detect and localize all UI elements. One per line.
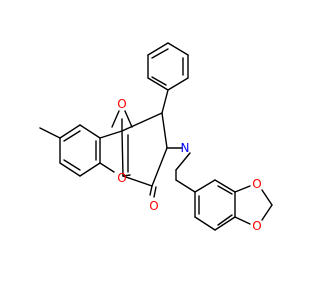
imide-carbonyl bbox=[149, 185, 157, 198]
pyrrolidine-ring bbox=[121, 89, 169, 187]
molecule-structure: O O O N O O bbox=[0, 0, 300, 300]
benzyl-linker bbox=[166, 147, 191, 181]
ketone-oxygen-label: O bbox=[117, 97, 126, 111]
nitrogen-label: N bbox=[181, 141, 190, 155]
dioxole-oxygen-lower-label: O bbox=[252, 219, 261, 233]
imide-oxygen-label: O bbox=[149, 199, 158, 213]
ketone-group bbox=[99, 110, 133, 139]
pyran-oxygen-label: O bbox=[117, 171, 126, 185]
background bbox=[0, 0, 300, 300]
benzo-ring bbox=[39, 124, 101, 177]
phenyl-ring bbox=[147, 42, 189, 91]
molecule-canvas: O O O N O O bbox=[0, 0, 300, 300]
dioxole-oxygen-upper-label: O bbox=[252, 177, 261, 191]
pyran-ring bbox=[99, 162, 131, 177]
benzodioxole-ring bbox=[175, 179, 273, 231]
